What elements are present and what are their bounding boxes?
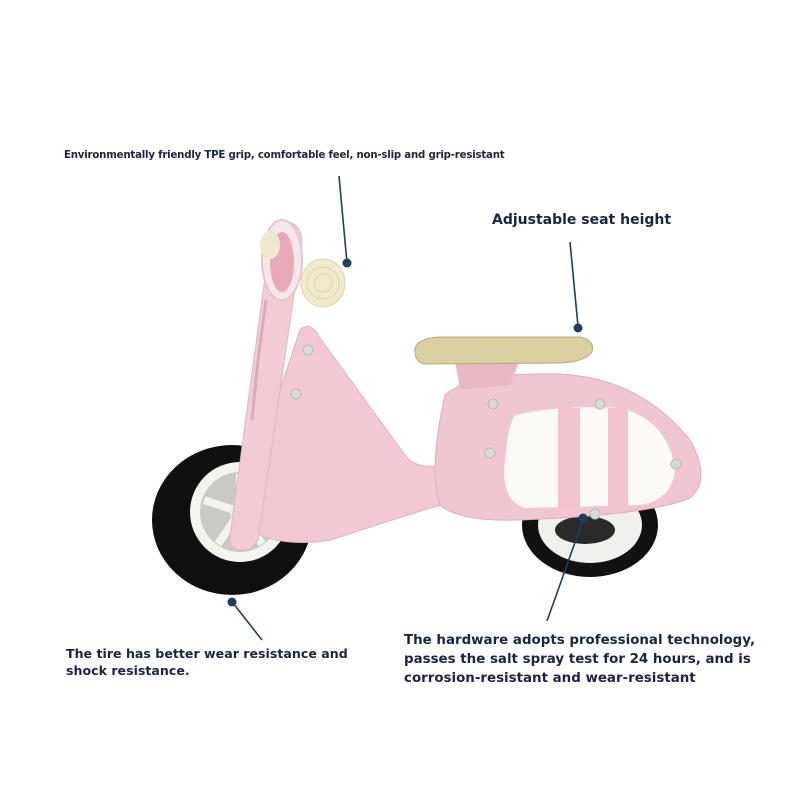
grip-annotation: Environmentally friendly TPE grip, comfo… xyxy=(64,150,505,161)
seat-annotation: Adjustable seat height xyxy=(492,212,672,228)
hardware-annotation: The hardware adopts professional technol… xyxy=(404,633,756,686)
leader-lines xyxy=(227,175,588,641)
body-frame xyxy=(231,325,702,543)
handle-grips xyxy=(260,231,346,308)
seat xyxy=(414,336,593,365)
tire-annotation: The tire has better wear resistance and … xyxy=(66,646,348,678)
